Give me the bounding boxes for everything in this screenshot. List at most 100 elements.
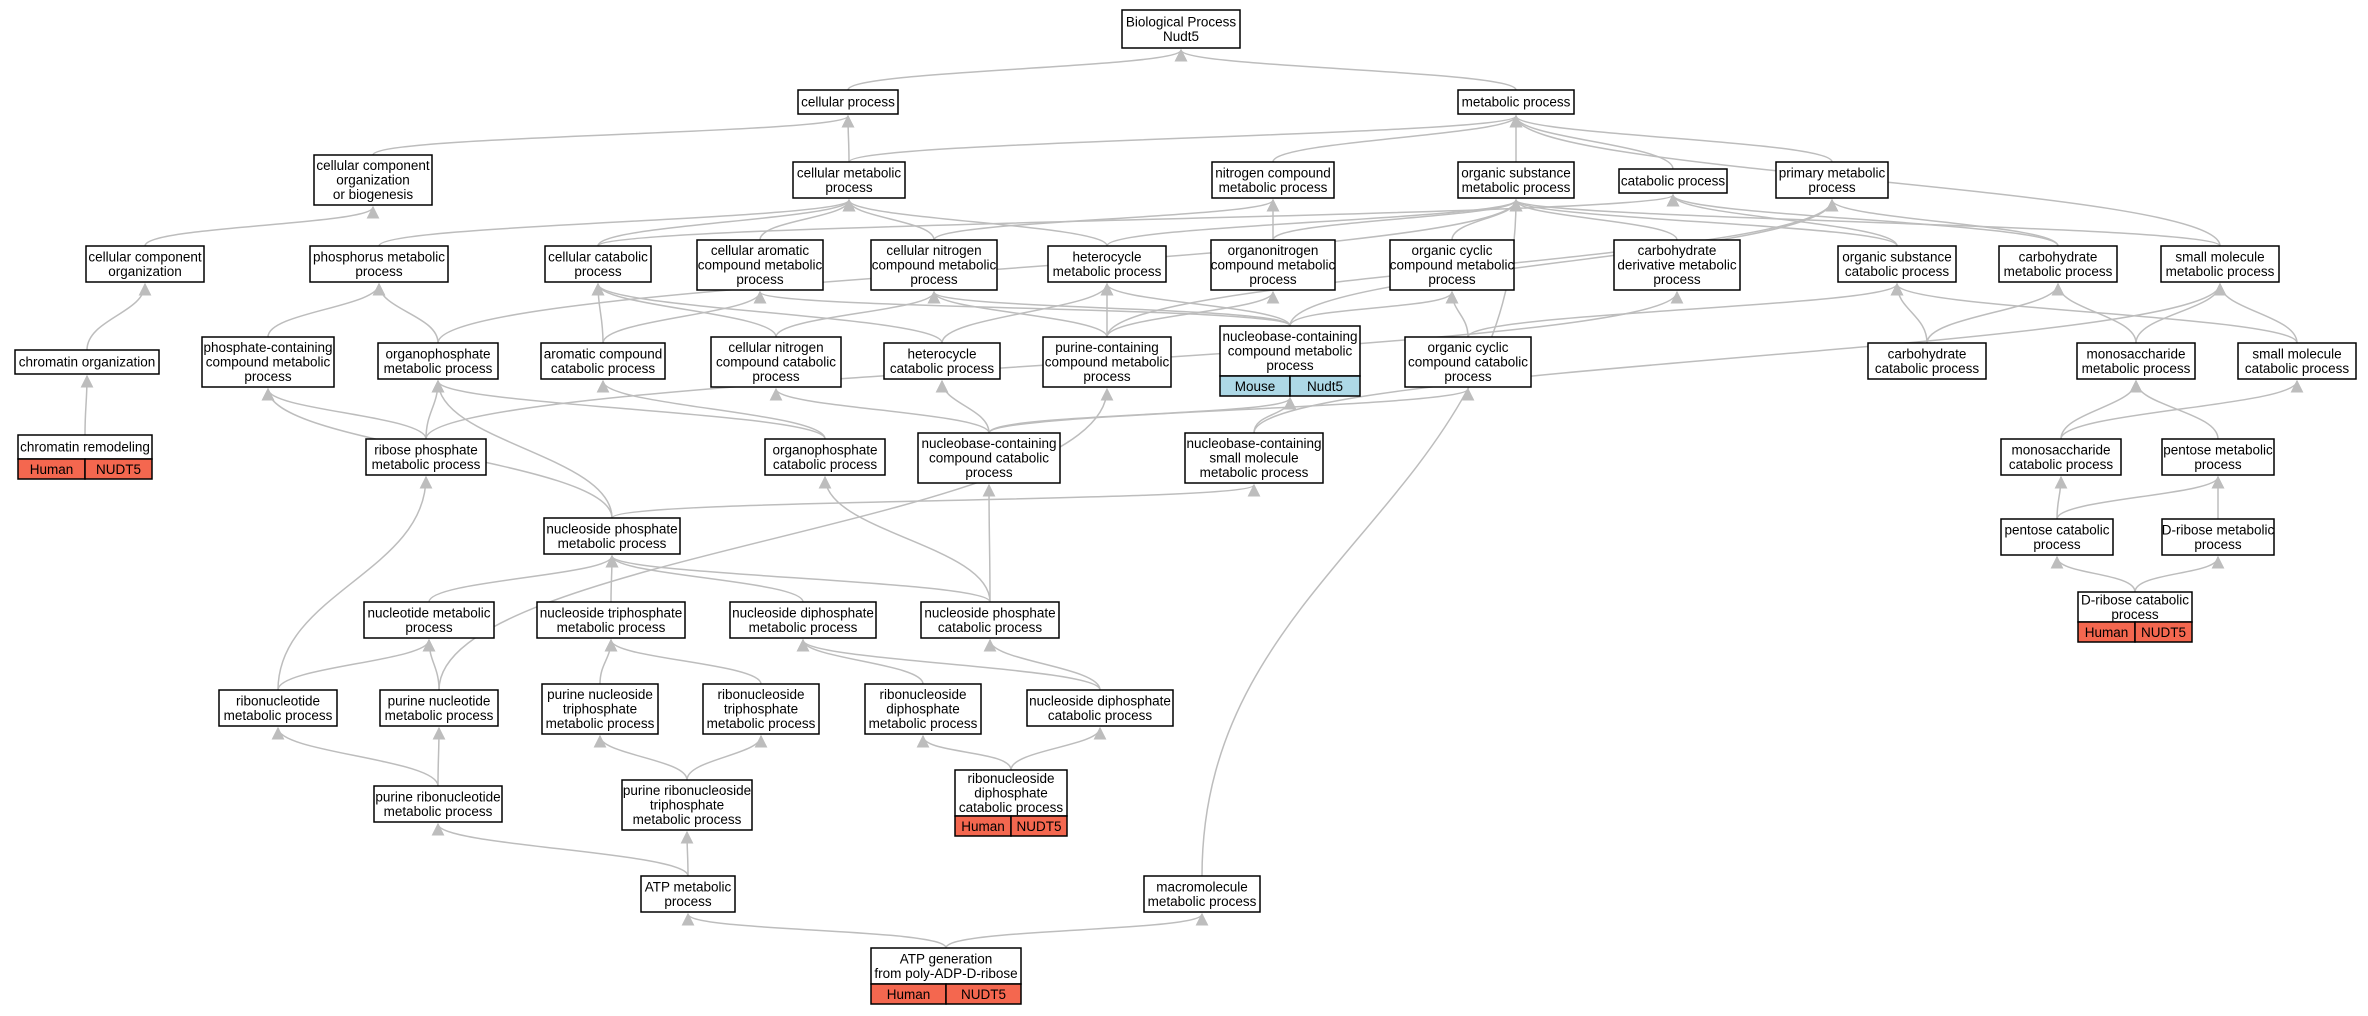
node-label-line: catabolic process [2245,361,2350,376]
node-label-line: macromolecule [1156,879,1248,894]
edge-nbsmp-to-nbcmp [1253,396,1297,434]
node-label-line: process [355,264,403,279]
node-label-line: process [1083,369,1131,384]
node-label-line: metabolic process [633,812,742,827]
node-label-line: process [736,272,784,287]
node-label-line: metabolic process [2166,264,2275,279]
node-label-line: organophosphate [385,346,490,361]
node-label-line: nucleobase-containing [921,436,1056,451]
node-label-line: metabolic process [1462,180,1571,195]
node-label-line: D-ribose catabolic [2081,592,2189,607]
node-label-line: process [1808,180,1856,195]
go-term-node-catp[interactable]: catabolic process [1618,168,1728,194]
node-label-line: nucleobase-containing [1222,329,1357,344]
go-term-node-chorg[interactable]: chromatin organization [14,349,160,375]
edge-rpmp-to-opmp [425,379,445,440]
node-label-line: organic cyclic [1427,340,1508,355]
edge-cnccp-to-ccatp [591,282,777,338]
node-box [710,336,842,388]
edge-cco-to-ccob [144,205,380,247]
node-label-line: compound metabolic [206,355,331,370]
node-label-line: metabolic process [385,708,494,723]
edge-rntmp-to-ntmp [277,638,436,691]
node-label-line: catabolic process [551,361,656,376]
node-label-line: process [752,369,800,384]
edge-smcp-to-oscp [1890,282,2298,344]
node-label-line: nucleoside diphosphate [732,605,874,620]
edge-hcp-to-ccatp [591,282,943,344]
node-label-line: organonitrogen [1228,243,1319,258]
node-box [864,683,982,735]
node-label-line: process [825,180,873,195]
edge-nspcp-to-nbccp [982,483,996,603]
node-box [309,245,449,283]
edge-smcp-to-smmp [2213,282,2298,344]
node-label-line: heterocycle [1072,249,1141,264]
go-term-node-cp[interactable]: cellular process [797,89,899,115]
edge-nspmp-to-opmp [431,379,613,519]
node-label-line: ribose phosphate [374,442,478,457]
go-term-node-mp[interactable]: metabolic process [1457,89,1575,115]
node-label-line: nucleoside phosphate [546,521,677,536]
edge-nspcp-to-nspmp [605,554,991,603]
node-box [1210,239,1336,291]
go-term-node-prnstpmp[interactable]: purine ribonucleosidetriphosphatemetabol… [621,779,753,831]
